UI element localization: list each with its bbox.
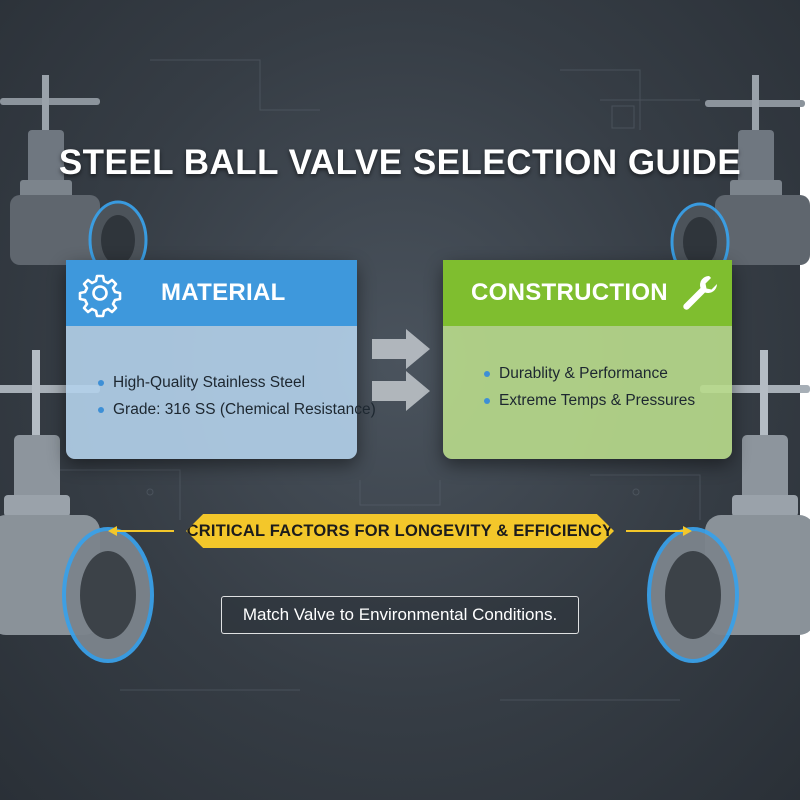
construction-title: CONSTRUCTION xyxy=(471,279,668,306)
bullet-dot xyxy=(484,398,490,404)
bullet-text: Durablity & Performance xyxy=(499,365,668,382)
bullet-text: High-Quality Stainless Steel xyxy=(113,374,306,391)
gear-icon xyxy=(78,274,122,318)
material-bullet-list: High-Quality Stainless Steel Grade: 316 … xyxy=(98,369,376,423)
construction-card-header: CONSTRUCTION xyxy=(443,260,732,326)
list-item: Durablity & Performance xyxy=(484,360,695,387)
double-arrow-icon xyxy=(626,526,692,536)
page-title: STEEL BALL VALVE SELECTION GUIDE xyxy=(58,143,742,182)
bullet-text: Grade: 316 SS (Chemical Resistance) xyxy=(113,401,376,418)
wrench-icon xyxy=(683,276,717,310)
bullet-dot xyxy=(98,407,104,413)
list-item: Extreme Temps & Pressures xyxy=(484,387,695,414)
gate-valve-icon xyxy=(0,350,154,663)
double-arrow-icon xyxy=(108,526,174,536)
list-item: Grade: 316 SS (Chemical Resistance) xyxy=(98,396,376,423)
construction-card: CONSTRUCTION Durablity & Performance Ext… xyxy=(443,260,732,459)
bullet-text: Extreme Temps & Pressures xyxy=(499,392,696,409)
banner-text: CRITICAL FACTORS FOR LONGEVITY & EFFICIE… xyxy=(186,514,614,548)
material-card: MATERIAL High-Quality Stainless Steel Gr… xyxy=(66,260,376,459)
conditions-note: Match Valve to Environmental Conditions. xyxy=(221,596,579,634)
construction-bullet-list: Durablity & Performance Extreme Temps & … xyxy=(484,360,695,414)
right-arrow-icon xyxy=(372,329,430,411)
material-card-header: MATERIAL xyxy=(66,260,357,326)
bullet-dot xyxy=(98,380,104,386)
critical-factors-banner: CRITICAL FACTORS FOR LONGEVITY & EFFICIE… xyxy=(108,514,692,548)
bullet-dot xyxy=(484,371,490,377)
list-item: High-Quality Stainless Steel xyxy=(98,369,376,396)
material-title: MATERIAL xyxy=(161,279,286,306)
gate-valve-icon xyxy=(647,350,810,663)
